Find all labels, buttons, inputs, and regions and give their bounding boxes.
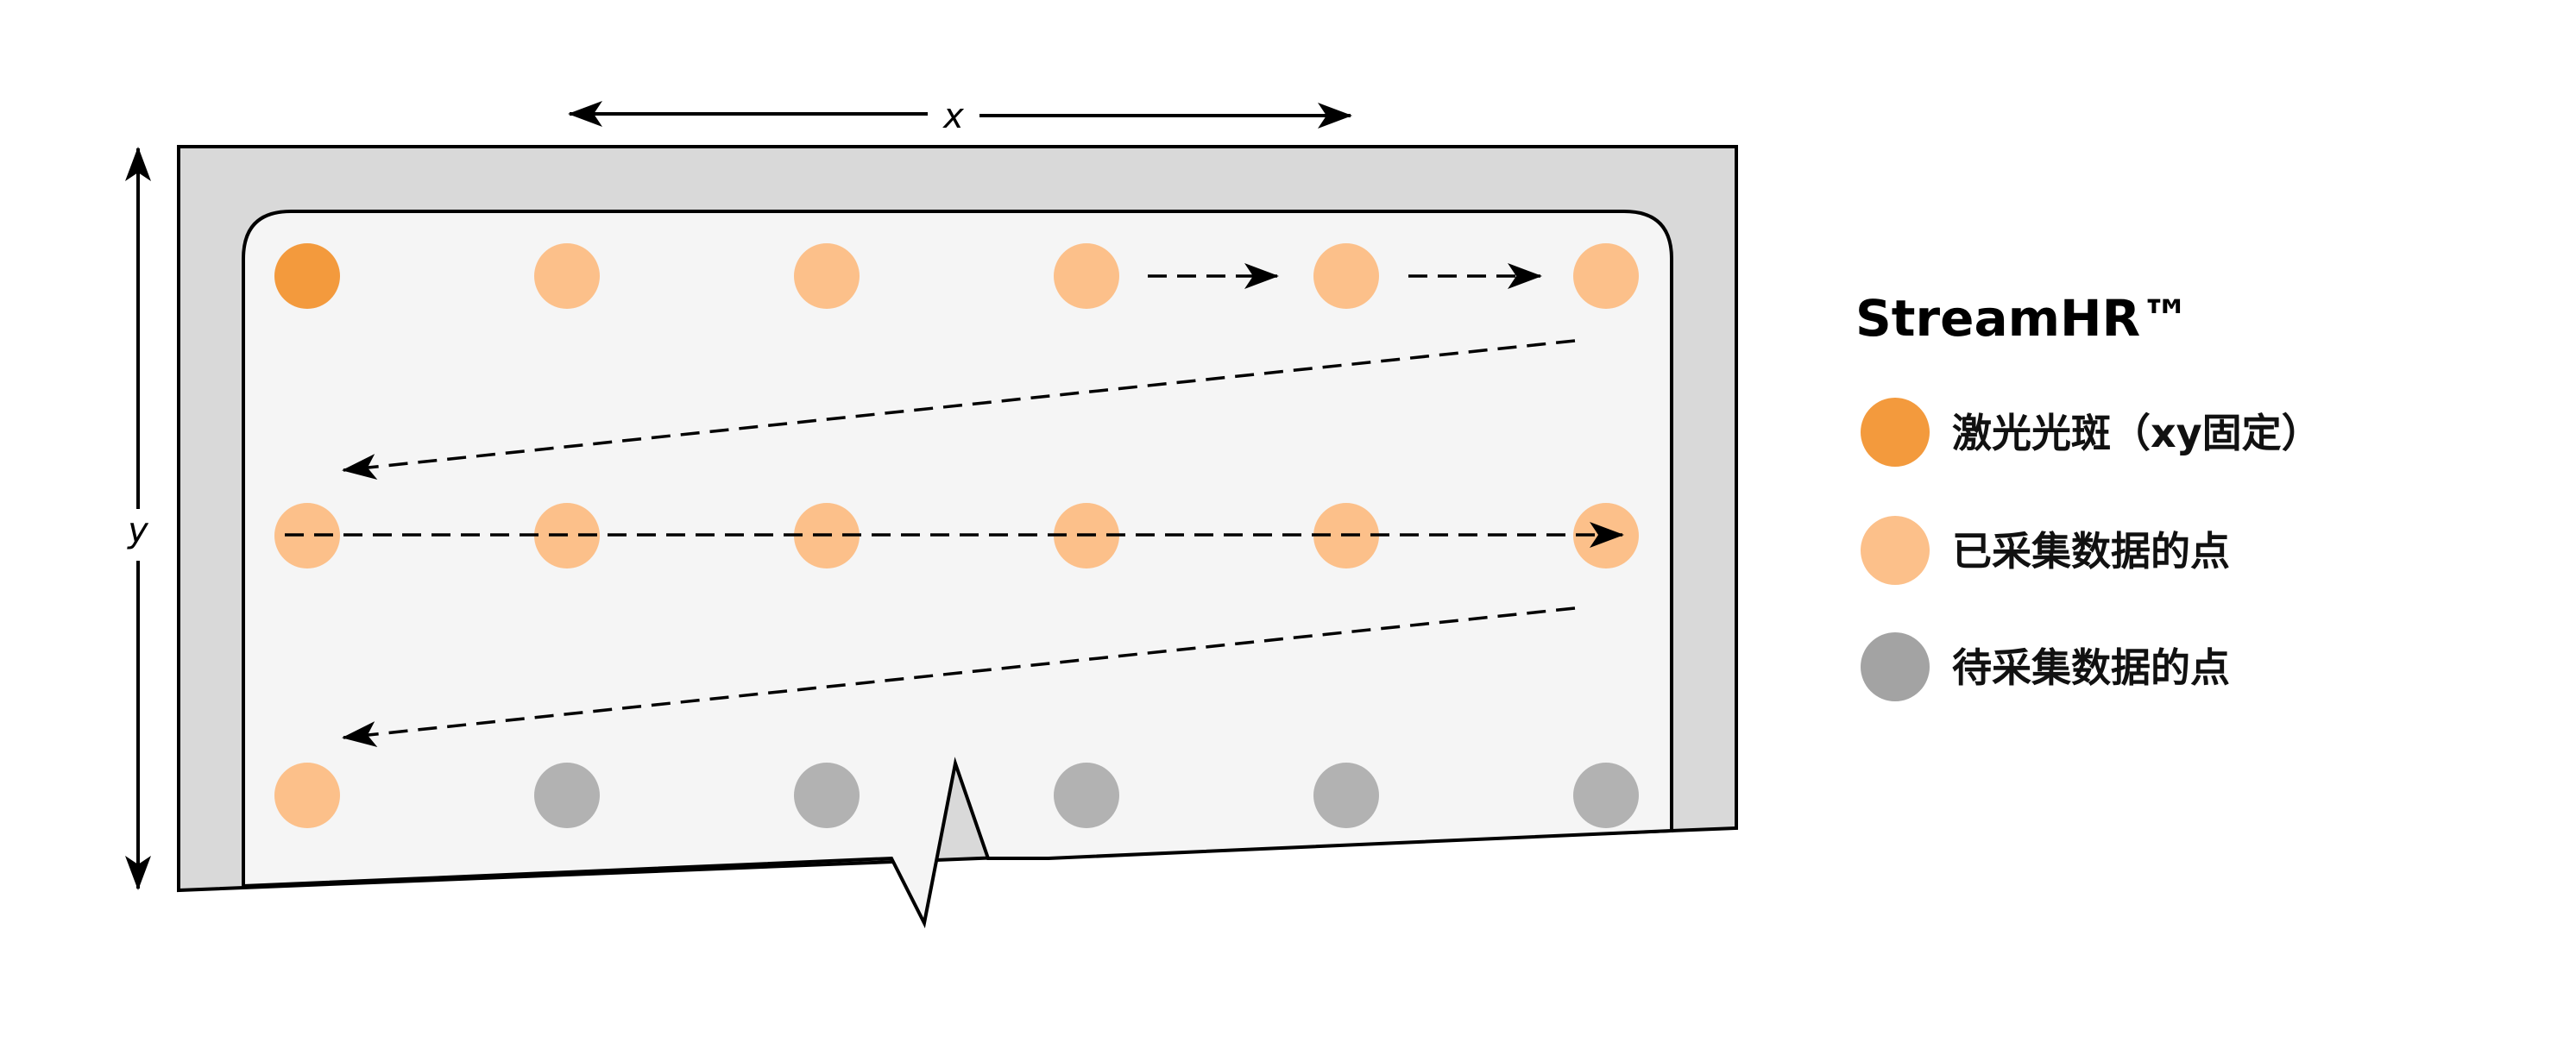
scan-arrow-return-1: [342, 339, 1576, 480]
legend-label-pending: 待采集数据的点: [1952, 644, 2230, 691]
legend-label-collected: 已采集数据的点: [1952, 528, 2230, 575]
scan-path: [285, 263, 1624, 747]
point-collected-r1-c3: [794, 243, 860, 309]
point-pending-r3-c2: [534, 763, 600, 828]
point-collected-r1-c6: [1573, 243, 1639, 309]
point-collected-r1-c5: [1313, 243, 1379, 309]
scan-arrow-return-2: [342, 606, 1576, 747]
y-axis-label: y: [127, 511, 149, 550]
legend-marker-collected: [1861, 516, 1930, 585]
legend-marker-pending: [1861, 632, 1930, 701]
point-pending-r3-c6: [1573, 763, 1639, 828]
point-collected-r1-c2: [534, 243, 600, 309]
legend-title: StreamHR™: [1855, 289, 2190, 348]
sample-area: [242, 210, 1673, 929]
point-collected-r3-c1: [274, 763, 340, 828]
point-pending-r3-c4: [1054, 763, 1119, 828]
point-collected-r1-c4: [1054, 243, 1119, 309]
legend: StreamHR™ 激光光斑（xy固定） 已采集数据的点 待采集数据的点: [1855, 289, 2321, 701]
x-axis-label: x: [942, 97, 964, 136]
point-laser-r1-c1: [274, 243, 340, 309]
point-pending-r3-c5: [1313, 763, 1379, 828]
legend-marker-laser: [1861, 398, 1930, 467]
x-dimension-arrow: [568, 101, 1352, 129]
legend-label-laser: 激光光斑（xy固定）: [1952, 410, 2321, 456]
point-collected-r2-c1: [274, 503, 340, 568]
point-pending-r3-c3: [794, 763, 860, 828]
